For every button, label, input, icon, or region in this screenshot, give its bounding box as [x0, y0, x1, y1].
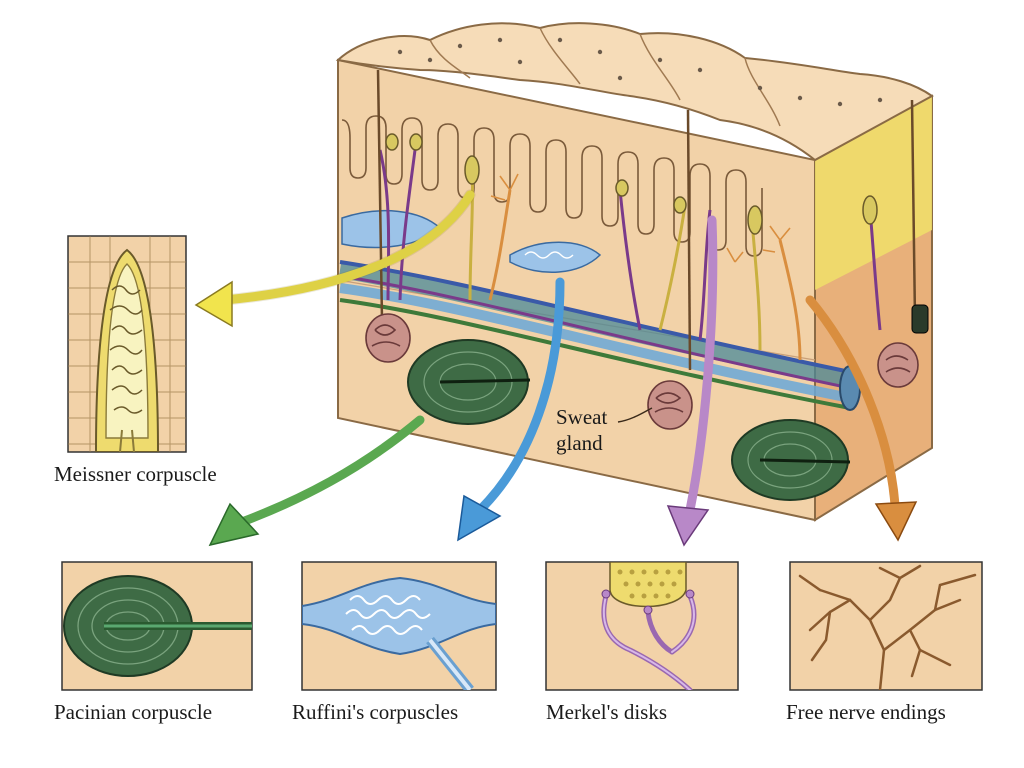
- label-free-nerve-endings: Free nerve endings: [786, 700, 946, 724]
- arrow-free-nerve: [805, 295, 918, 542]
- ruffini-in-skin: [509, 241, 602, 273]
- label-meissner-corpuscle: Meissner corpuscle: [54, 462, 217, 486]
- merkel-inset: [545, 561, 739, 691]
- skin-block: [335, 22, 934, 522]
- skin-top-surface: [335, 22, 934, 162]
- free-nerve-inset: [789, 561, 983, 691]
- arrow-meissner: [194, 189, 476, 328]
- label-sweat-line1: Sweat: [556, 405, 608, 429]
- label-sweat-line2: gland: [556, 431, 603, 455]
- label-ruffinis-corpuscles: Ruffini's corpuscles: [292, 700, 459, 724]
- arrow-merkel: [666, 215, 718, 547]
- arrow-pacinian: [208, 415, 425, 547]
- label-sweat-gland: Sweat gland: [556, 404, 607, 456]
- pacinian-inset: [61, 561, 253, 691]
- arrow-ruffini: [457, 277, 565, 542]
- meissner-inset: [67, 235, 187, 453]
- label-merkels-disks: Merkel's disks: [546, 700, 668, 724]
- pacinian-in-skin: [407, 339, 851, 501]
- dermal-papillae: [341, 115, 763, 257]
- label-pacinian-corpuscle: Pacinian corpuscle: [54, 700, 213, 724]
- ruffini-inset: [301, 561, 497, 691]
- sweat-glands: [365, 313, 919, 430]
